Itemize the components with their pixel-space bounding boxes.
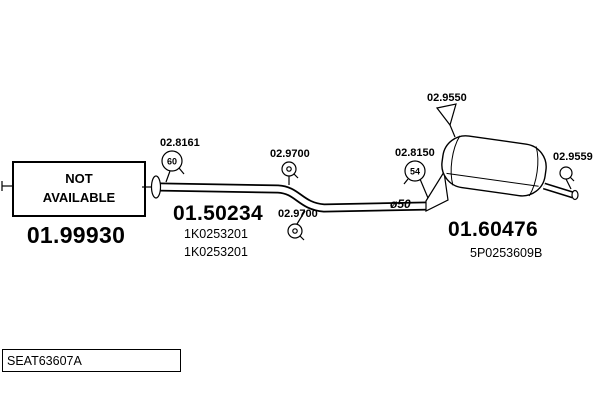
part-number-rear-clamp: 02.8150 — [395, 147, 435, 159]
diagram-reference-box: SEAT63607A — [2, 349, 181, 372]
part-number-hanger-upper: 02.9700 — [270, 148, 310, 160]
rubber-hanger-icon — [435, 103, 457, 138]
pipe-diameter-label: ø50 — [390, 197, 411, 211]
rear-silencer-body — [441, 135, 547, 197]
clamp-54-size: 54 — [410, 167, 420, 177]
part-number-front-clamp: 02.8161 — [160, 137, 200, 149]
exhaust-pipe-inner — [159, 184, 429, 211]
oe-number-rear-silencer: 5P0253609B — [470, 246, 543, 260]
not-available-line1: NOT — [65, 171, 93, 187]
clamp-60-size: 60 — [167, 157, 177, 167]
silencer-inlet-cone — [425, 170, 449, 212]
tail-trim-icon — [559, 166, 575, 190]
part-number-rear-silencer: 01.60476 — [448, 218, 538, 241]
clamp-60-icon — [161, 150, 185, 183]
hanger-ring-lower-icon — [287, 210, 306, 241]
hanger-ring-upper-icon — [281, 161, 299, 185]
tailpipe-tip — [571, 189, 579, 201]
part-number-tail-trim: 02.9559 — [553, 151, 593, 163]
part-number-front-section: 01.99930 — [26, 222, 126, 248]
not-available-line2: AVAILABLE — [42, 190, 116, 205]
left-reference-mark — [1, 181, 12, 191]
front-flange — [150, 175, 162, 199]
part-number-centre-pipe: 01.50234 — [173, 202, 263, 225]
not-available-box: NOT AVAILABLE — [12, 161, 146, 217]
part-number-rear-hanger: 02.9550 — [427, 92, 467, 104]
part-number-hanger-lower: 02.9700 — [278, 208, 318, 220]
diagram-reference-code: SEAT63607A — [7, 353, 82, 368]
tailpipe-inner — [543, 184, 574, 197]
oe-number-centre-pipe-2: 1K0253201 — [184, 245, 248, 259]
oe-number-centre-pipe-1: 1K0253201 — [184, 227, 248, 241]
clamp-54-icon — [403, 160, 429, 199]
